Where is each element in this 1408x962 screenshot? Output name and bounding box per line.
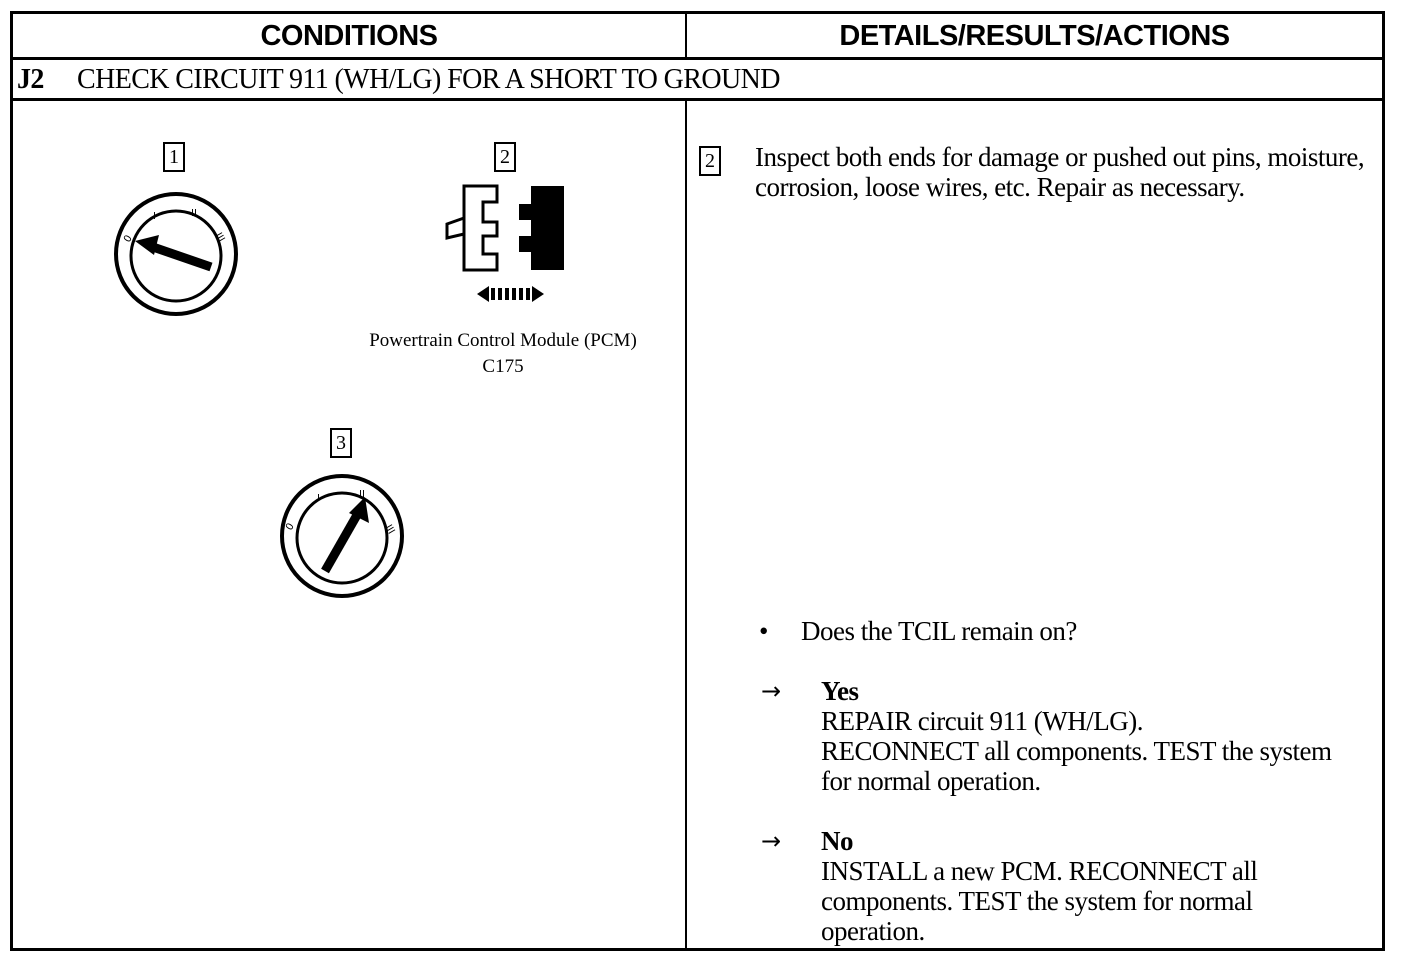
header-divider [13,57,1382,60]
svg-text:0: 0 [284,521,297,532]
svg-text:0: 0 [122,233,135,244]
step-divider [13,98,1382,101]
figure-2-caption: Powertrain Control Module (PCM) C175 [343,328,663,380]
yes-line-2: RECONNECT all components. TEST the syste… [821,736,1332,796]
diagnostic-table: CONDITIONS DETAILS/RESULTS/ACTIONS J2 CH… [10,11,1385,951]
yes-label: Yes [821,676,859,706]
step-title: CHECK CIRCUIT 911 (WH/LG) FOR A SHORT TO… [77,64,780,95]
step-row: J2 CHECK CIRCUIT 911 (WH/LG) FOR A SHORT… [13,60,1382,100]
arrow-icon: → [761,677,781,705]
no-text: INSTALL a new PCM. RECONNECT all compone… [821,856,1258,946]
ignition-switch-run-icon: 0 I II III [280,474,404,598]
caption-line-2: C175 [482,356,524,377]
conditions-header: CONDITIONS [13,14,687,59]
answer-no: → No INSTALL a new PCM. RECONNECT all co… [761,826,1361,946]
connector-disconnect-icon [445,184,564,302]
ignition-switch-off-icon: 0 I II III [114,192,238,316]
details-ref-number: 2 [699,146,721,176]
question-row: • Does the TCIL remain on? [759,616,1077,647]
details-header: DETAILS/RESULTS/ACTIONS [839,20,1230,52]
no-label: No [821,826,854,856]
caption-line-1: Powertrain Control Module (PCM) [369,330,637,351]
figure-3-number: 3 [330,428,352,458]
inspection-instruction: Inspect both ends for damage or pushed o… [755,142,1365,202]
svg-text:I: I [317,493,320,504]
svg-text:II: II [191,208,197,219]
yes-line-1: REPAIR circuit 911 (WH/LG). [821,706,1143,736]
answer-yes: → Yes REPAIR circuit 911 (WH/LG). RECONN… [761,676,1361,796]
column-divider [685,98,687,948]
svg-text:II: II [359,489,365,500]
svg-text:I: I [153,211,156,222]
figure-2-number: 2 [494,142,516,172]
step-id: J2 [17,64,44,95]
arrow-icon: → [761,827,781,855]
question-text: Does the TCIL remain on? [801,616,1077,646]
figure-1-number: 1 [163,142,185,172]
bullet-icon: • [759,616,768,646]
